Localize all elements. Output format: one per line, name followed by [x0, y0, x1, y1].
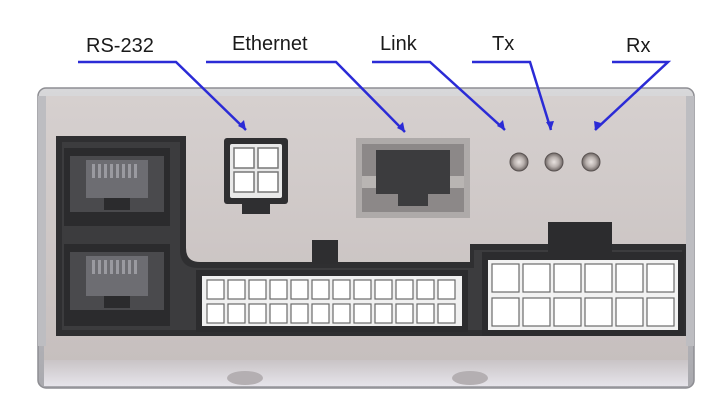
connector-pin [269, 303, 288, 324]
label-tx: Tx [492, 33, 514, 55]
connector-pin [416, 303, 435, 324]
connector-pin [332, 279, 351, 300]
molex-connector-icon [482, 252, 684, 336]
connector-pin [416, 279, 435, 300]
connector-pin [248, 303, 267, 324]
connector-pin [584, 297, 613, 327]
connector-pin [615, 263, 644, 293]
connector-pin [311, 279, 330, 300]
connector-pin [290, 303, 309, 324]
connector-pin [332, 303, 351, 324]
tx-leader [472, 60, 553, 131]
connector-pin [522, 263, 551, 293]
led-indicator-icon [509, 152, 529, 172]
connector-pin [491, 297, 520, 327]
rj45-port-icon [64, 148, 170, 226]
connector-pin [395, 279, 414, 300]
connector-pin [437, 279, 456, 300]
leader-lines [78, 60, 672, 133]
connector-pin [353, 303, 372, 324]
connector-pin [491, 263, 520, 293]
connector-pin [227, 303, 246, 324]
ethernet-port [356, 138, 470, 218]
connector-pin [206, 279, 225, 300]
connector-pin [290, 279, 309, 300]
connector-latch [548, 222, 612, 252]
label-rx: Rx [626, 35, 650, 57]
rs232-connector [224, 138, 288, 214]
connector-pin [248, 279, 267, 300]
led-indicator-icon [544, 152, 564, 172]
rx-leader [594, 60, 672, 131]
ethernet-leader [206, 60, 406, 133]
connector-pin [615, 297, 644, 327]
connector-pin [646, 297, 675, 327]
connector-pin [584, 263, 613, 293]
connector-pin [646, 263, 675, 293]
connector-pin [553, 297, 582, 327]
leader-arrowheads [238, 120, 601, 132]
connector-pin [395, 303, 414, 324]
link-leader [372, 60, 506, 131]
connector-pin [227, 279, 246, 300]
connector-pin [206, 303, 225, 324]
connector-pin [437, 303, 456, 324]
connector-pin [374, 279, 393, 300]
connector-pin [374, 303, 393, 324]
rs232-leader [78, 60, 247, 131]
connector-pin [311, 303, 330, 324]
label-rs232: RS-232 [86, 35, 154, 57]
connector-pin [522, 297, 551, 327]
rj45-port-icon [64, 244, 170, 326]
label-link: Link [380, 33, 418, 55]
label-ethernet: Ethernet [232, 33, 308, 55]
connector-pin [269, 279, 288, 300]
led-indicator-icon [581, 152, 601, 172]
connector-pin [553, 263, 582, 293]
molex-connector-icon [196, 270, 468, 332]
connector-pin [353, 279, 372, 300]
